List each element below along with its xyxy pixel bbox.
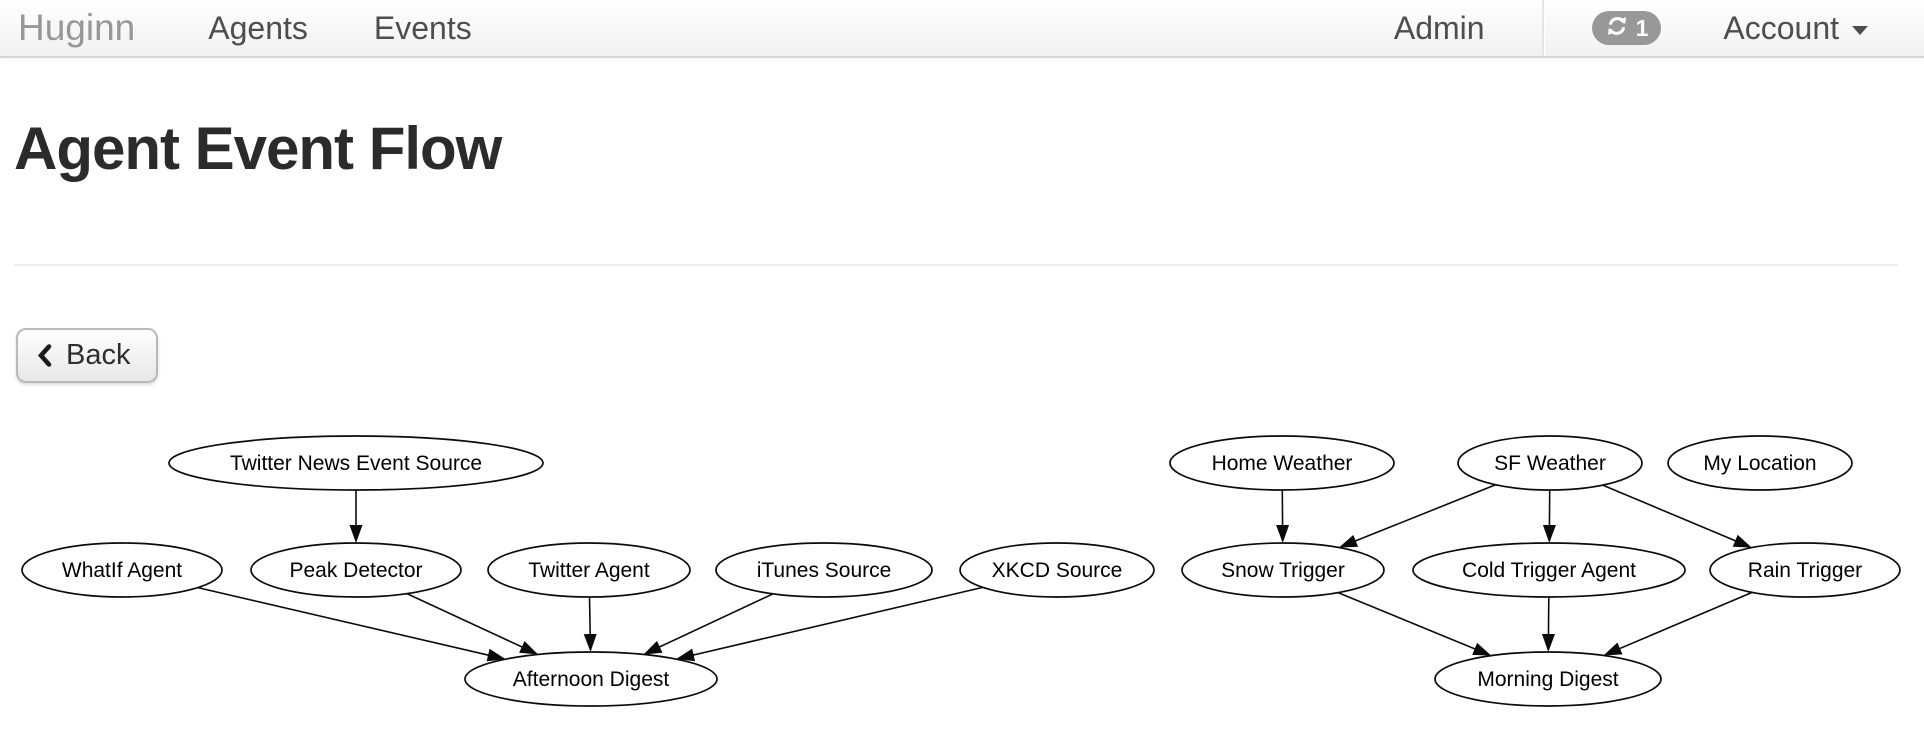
graph-node-rain: Rain Trigger [1710, 543, 1900, 597]
svg-text:Twitter Agent: Twitter Agent [528, 559, 650, 582]
navbar: Huginn Agents Events Admin 1 Account [0, 0, 1924, 58]
svg-text:My Location: My Location [1703, 452, 1816, 475]
svg-text:Afternoon Digest: Afternoon Digest [513, 668, 670, 691]
svg-text:Cold Trigger Agent: Cold Trigger Agent [1462, 559, 1636, 582]
title-divider [14, 264, 1898, 266]
chevron-down-icon [1852, 26, 1868, 35]
navbar-divider [1542, 0, 1544, 56]
chevron-left-icon [36, 343, 53, 368]
graph-edge-sf-weather-to-rain [1603, 485, 1750, 547]
svg-text:iTunes Source: iTunes Source [757, 559, 892, 582]
svg-text:Rain Trigger: Rain Trigger [1748, 559, 1862, 582]
nav-item-events[interactable]: Events [341, 0, 505, 56]
graph-node-itunes: iTunes Source [716, 543, 932, 597]
svg-text:Home Weather: Home Weather [1212, 452, 1353, 475]
nav-item-agents[interactable]: Agents [175, 0, 341, 56]
graph-edge-cold-to-morning [1548, 597, 1549, 650]
svg-text:Twitter News Event Source: Twitter News Event Source [230, 452, 482, 475]
page-title: Agent Event Flow [14, 116, 1924, 182]
graph-edge-sf-weather-to-snow [1341, 485, 1496, 547]
nav-item-admin[interactable]: Admin [1361, 0, 1518, 56]
main-nav: Agents Events [175, 0, 504, 56]
graph-node-twitter-agent: Twitter Agent [488, 543, 690, 597]
svg-text:SF Weather: SF Weather [1494, 452, 1606, 475]
graph-node-xkcd: XKCD Source [960, 543, 1154, 597]
graph-edge-peak-to-afternoon [407, 594, 536, 654]
graph-node-sf-weather: SF Weather [1458, 436, 1642, 490]
navbar-right: Admin 1 Account [1361, 0, 1924, 56]
graph-node-twitter-news: Twitter News Event Source [169, 436, 543, 490]
refresh-icon [1605, 14, 1629, 43]
svg-text:Morning Digest: Morning Digest [1477, 668, 1618, 691]
back-button-label: Back [66, 339, 130, 372]
graph-edge-itunes-to-afternoon [645, 594, 773, 654]
worker-count: 1 [1636, 11, 1649, 45]
svg-text:Snow Trigger: Snow Trigger [1221, 559, 1345, 582]
svg-text:Peak Detector: Peak Detector [289, 559, 422, 582]
graph-edge-xkcd-to-afternoon [678, 587, 983, 658]
graph-edge-whatif-to-afternoon [198, 588, 504, 659]
account-label: Account [1723, 10, 1839, 47]
graph-edge-rain-to-morning [1605, 592, 1752, 654]
brand-huginn[interactable]: Huginn [0, 0, 135, 56]
graph-node-home-weather: Home Weather [1170, 436, 1394, 490]
account-menu[interactable]: Account [1723, 10, 1868, 47]
worker-status-badge[interactable]: 1 [1592, 11, 1662, 45]
graph-node-snow: Snow Trigger [1182, 543, 1384, 597]
graph-node-peak: Peak Detector [251, 543, 461, 597]
graph-node-whatif: WhatIf Agent [22, 543, 222, 597]
graph-node-morning: Morning Digest [1435, 652, 1661, 706]
svg-text:XKCD Source: XKCD Source [992, 559, 1123, 582]
graph-node-afternoon: Afternoon Digest [465, 652, 717, 706]
graph-edge-twitter-agent-to-afternoon [590, 597, 591, 650]
graph-node-my-location: My Location [1668, 436, 1852, 490]
graph-node-cold: Cold Trigger Agent [1413, 543, 1685, 597]
svg-text:WhatIf Agent: WhatIf Agent [62, 559, 182, 582]
back-button[interactable]: Back [16, 328, 158, 383]
graph-edge-snow-to-morning [1338, 593, 1489, 655]
